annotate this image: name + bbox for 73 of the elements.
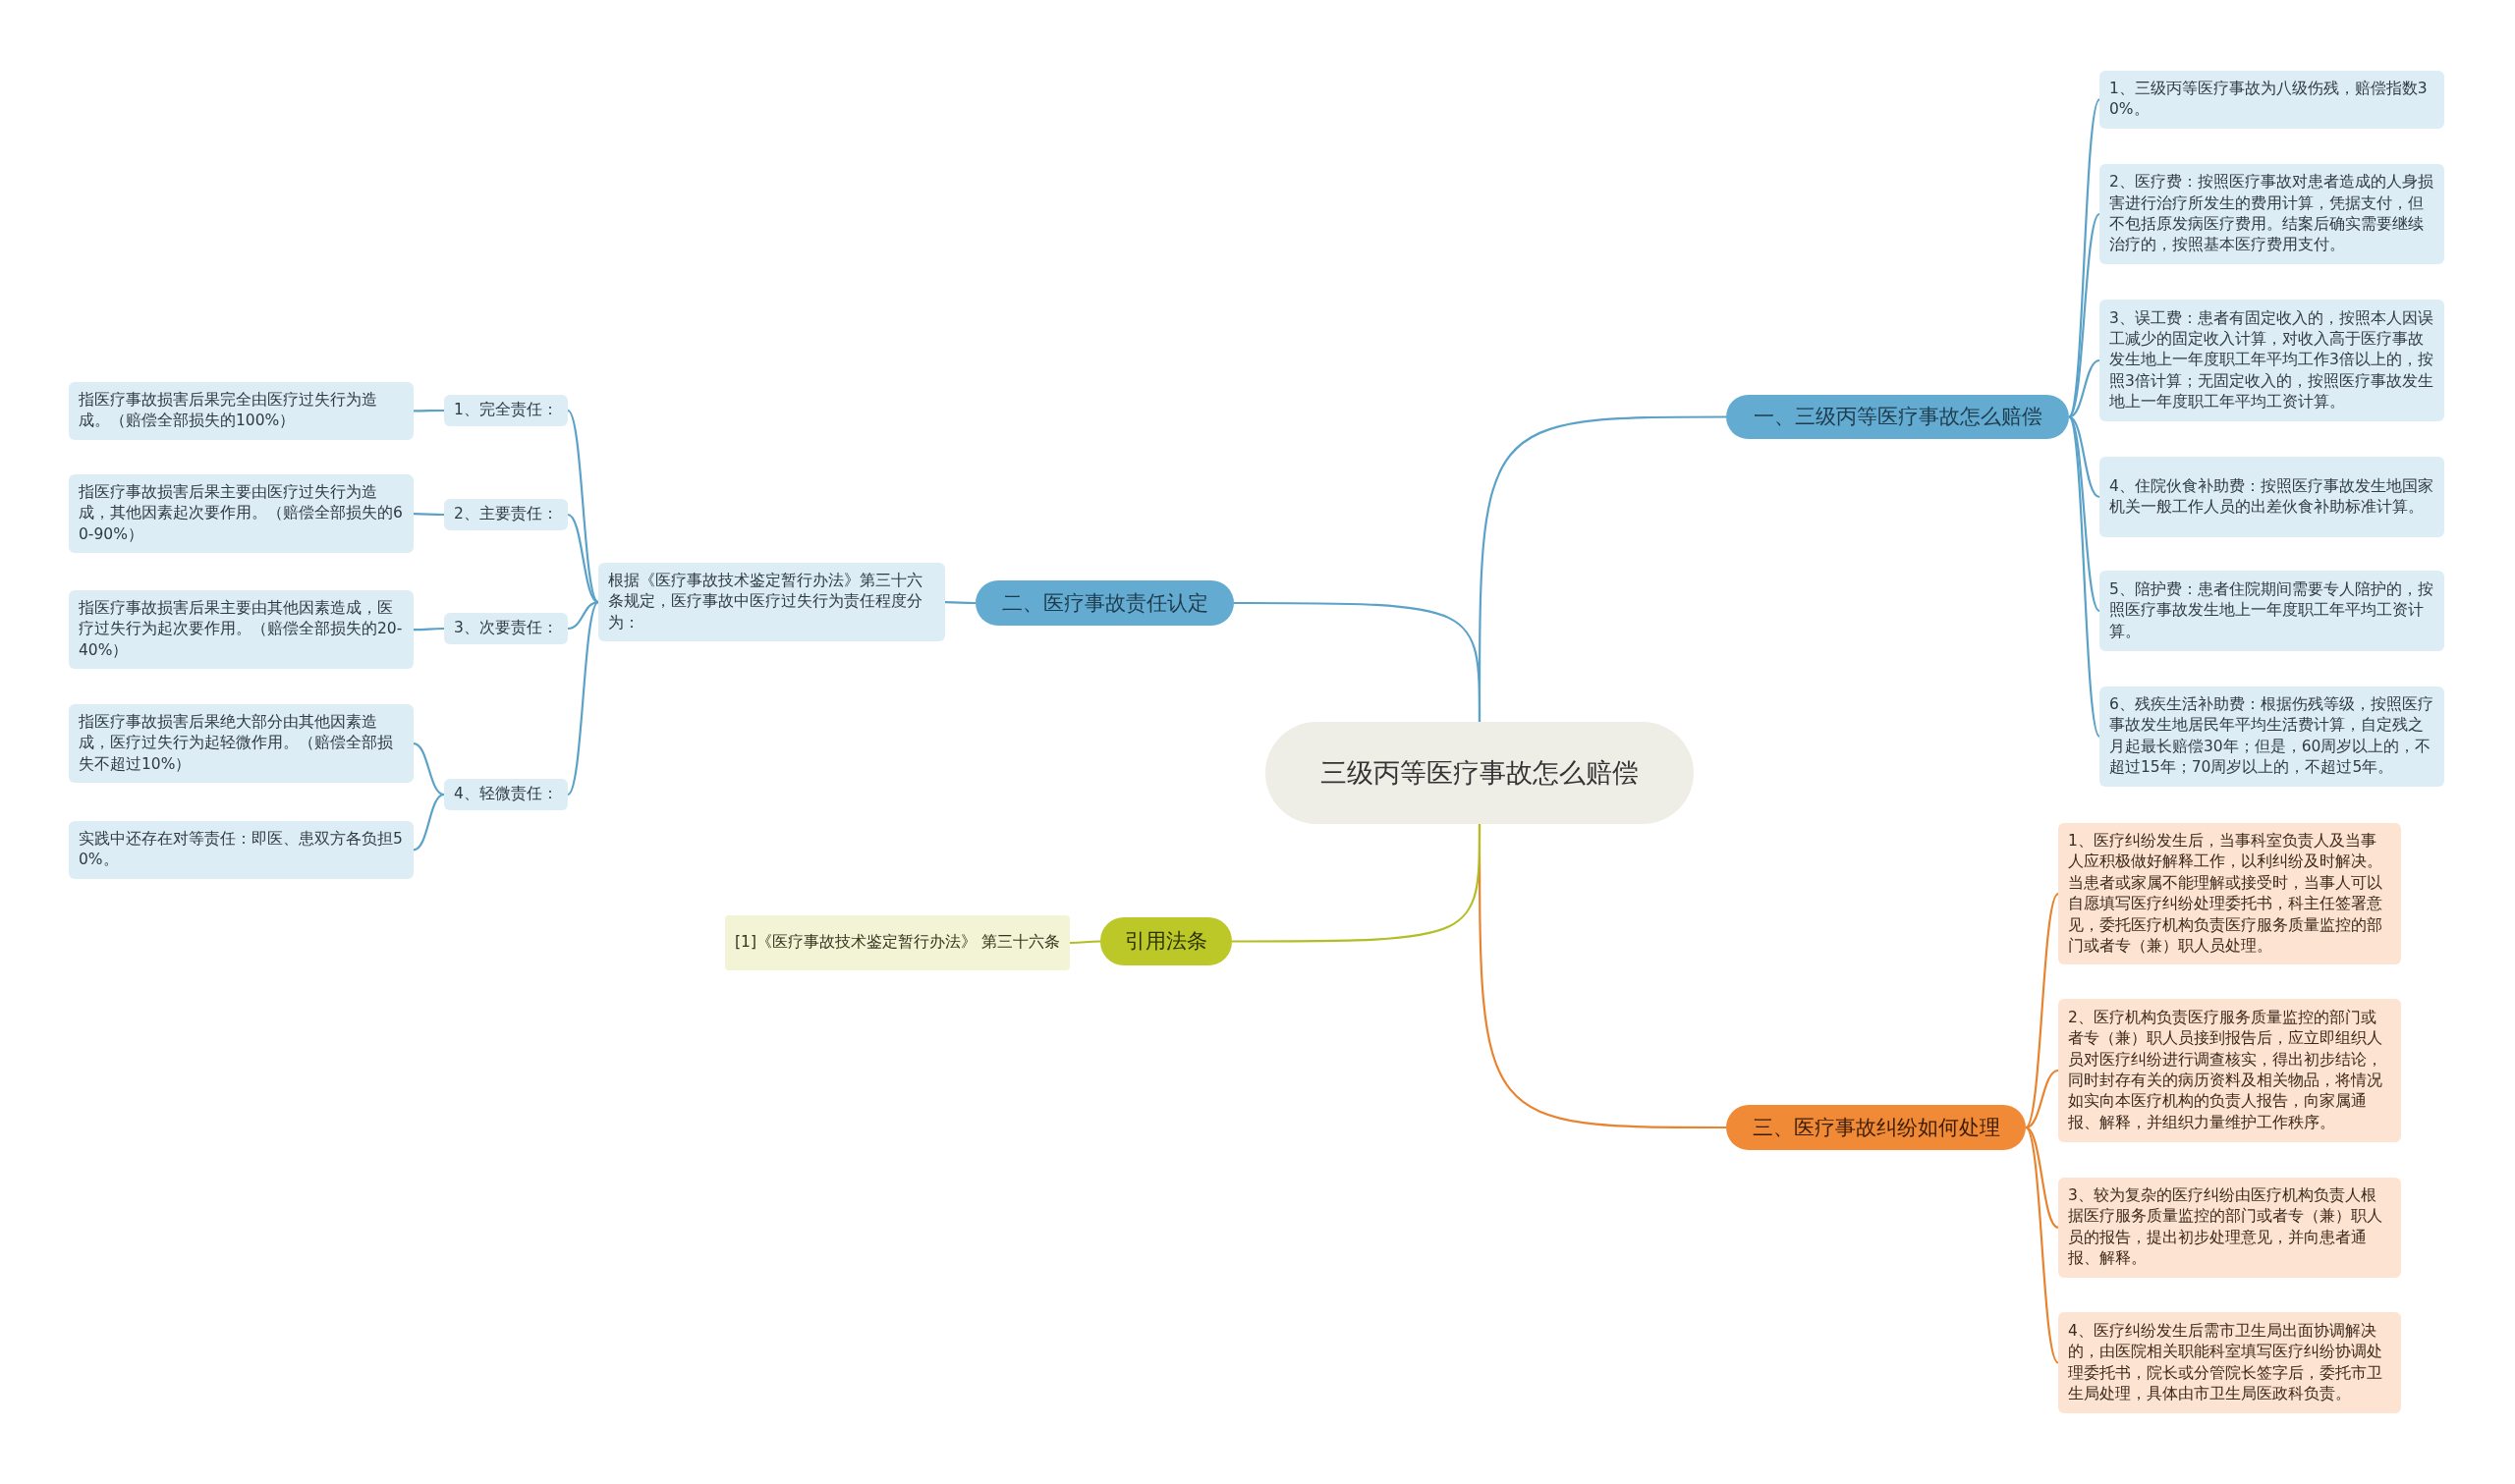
note-card (69, 704, 414, 784)
node-text: 4、住院伙食补助费：按照医疗事故发生地国家机关一般工作人员的出差伙食补助标准计算。 (2109, 475, 2434, 518)
node-text: 5、陪护费：患者住院期间需要专人陪护的，按照医疗事故发生地上一年度职工年平均工资计算。 (2109, 578, 2434, 642)
node-text: 2、主要责任： (454, 504, 558, 525)
note-card (598, 563, 945, 642)
node-text: 指医疗事故损害后果主要由其他因素造成，医疗过失行为起次要作用。（赔偿全部损失的20-40%） (79, 598, 404, 661)
node-text: 2、医疗机构负责医疗服务质量监控的部门或者专（兼）职人员接到报告后，应立即组织人员对医疗纠纷进行调查核实，得出初步结论，同时封存有关的病历资料及相关物品，将情况如实向本医疗机构的负责人报告，向家属通报、解释，并组织力量维护工作秩序。 (2068, 1007, 2383, 1133)
connector-line (2068, 213, 2100, 418)
connector-line (2025, 1127, 2059, 1364)
node-text: 三级丙等医疗事故怎么赔偿 (1320, 756, 1639, 791)
connector-line (1232, 824, 1481, 943)
note-card (2099, 71, 2444, 129)
note-card (2099, 687, 2444, 787)
note-card (2099, 300, 2444, 421)
node-text: 实践中还存在对等责任：即医、患双方各负担50%。 (79, 829, 404, 871)
subtopic-tag (444, 395, 568, 426)
connector-line (2025, 1069, 2059, 1129)
node-text: 6、残疾生活补助费：根据伤残等级，按照医疗事故发生地居民年平均生活费计算，自定残之月起最长赔偿30年；但是，60周岁以上的，不超过15年；70周岁以上的，不超过5年。 (2109, 694, 2434, 779)
subtopic-tag (444, 499, 568, 530)
node-text: 指医疗事故损害后果绝大部分由其他因素造成，医疗过失行为起轻微作用。（赔偿全部损失不超过10%） (79, 712, 394, 775)
connector-line (2068, 415, 2100, 612)
subtopic-tag (444, 613, 568, 644)
note-card (69, 590, 414, 670)
note-card (2058, 823, 2401, 965)
connector-line (567, 514, 599, 604)
node-text: 4、轻微责任： (454, 784, 558, 805)
node-text: 4、医疗纠纷发生后需市卫生局出面协调解决的，由医院相关职能科室填写医疗纠纷协调处理委托书，院长或分管院长签字后，委托市卫生局处理，具体由市卫生局医政科负责。 (2068, 1320, 2383, 1404)
node-text: 指医疗事故损害后果完全由医疗过失行为造成。（赔偿全部损失的100%） (79, 390, 378, 432)
connector-line (414, 627, 444, 632)
connector-line (945, 600, 976, 605)
note-card (2058, 999, 2401, 1142)
note-card (2099, 164, 2444, 264)
note-card (69, 821, 414, 879)
node-text: 一、三级丙等医疗事故怎么赔偿 (1753, 404, 2042, 430)
connector-line (1070, 940, 1100, 945)
node-text: 1、三级丙等医疗事故为八级伤残，赔偿指数30%。 (2109, 79, 2429, 121)
note-card (69, 474, 414, 554)
note-card (2099, 457, 2444, 537)
subtopic-tag (444, 779, 568, 810)
connector-line (567, 601, 599, 796)
connector-line (567, 600, 599, 631)
connector-line (2068, 358, 2100, 418)
node-text: 指医疗事故损害后果主要由医疗过失行为造成，其他因素起次要作用。（赔偿全部损失的60-90%） (79, 482, 404, 545)
connector-line (2068, 415, 2100, 738)
note-card (2099, 571, 2444, 651)
node-text: [1]《医疗事故技术鉴定暂行办法》 第三十六条 (735, 932, 1060, 954)
note-card (69, 382, 414, 440)
connector-line (413, 793, 445, 852)
node-text: 3、误工费：患者有固定收入的，按照本人因误工减少的固定收入计算，对收入高于医疗事故发生地上一年度职工年平均工作3倍以上的，按照3倍计算；无固定收入的，按照医疗事故发生地上一年度职工年平均工资计算。 (2109, 307, 2434, 413)
connector-line (2068, 415, 2100, 498)
branch-topic (1726, 395, 2069, 439)
node-text: 3、次要责任： (454, 618, 558, 639)
node-text: 根据《医疗事故技术鉴定暂行办法》第三十六条规定，医疗事故中医疗过失行为责任程度分为： (608, 571, 923, 633)
branch-topic (976, 580, 1234, 626)
connector-line (2025, 1127, 2059, 1229)
reference-card (725, 915, 1070, 970)
connector-line (414, 409, 444, 412)
connector-line (1234, 601, 1481, 722)
node-text: 1、完全责任： (454, 400, 558, 421)
branch-topic (1100, 917, 1232, 965)
note-card (2058, 1178, 2401, 1278)
node-text: 1、医疗纠纷发生后，当事科室负责人及当事人应积极做好解释工作，以利纠纷及时解决。当患者或家属不能理解或接受时，当事人可以自愿填写医疗纠纷处理委托书，科主任签署意见，委托医疗机构负责医疗服务质量监控的部门或者专（兼）职人员处理。 (2068, 831, 2383, 957)
node-text: 引用法条 (1125, 928, 1207, 955)
node-text: 二、医疗事故责任认定 (1001, 589, 1208, 617)
connector-line (413, 742, 445, 797)
node-text: 3、较为复杂的医疗纠纷由医疗机构负责人根据医疗服务质量监控的部门或者专（兼）职人员的报告，提出初步处理意见，并向患者通报、解释。 (2068, 1185, 2383, 1270)
connector-line (567, 410, 599, 603)
note-card (2058, 1312, 2401, 1413)
branch-topic (1726, 1105, 2026, 1150)
connector-line (414, 512, 444, 517)
node-text: 三、医疗事故纠纷如何处理 (1752, 1114, 2000, 1141)
node-text: 2、医疗费：按照医疗事故对患者造成的人身损害进行治疗所发生的费用计算，凭据支付，但不包括原发病医疗费用。结案后确实需要继续治疗的，按照基本医疗费用支付。 (2109, 172, 2434, 256)
connector-line (2025, 893, 2059, 1128)
